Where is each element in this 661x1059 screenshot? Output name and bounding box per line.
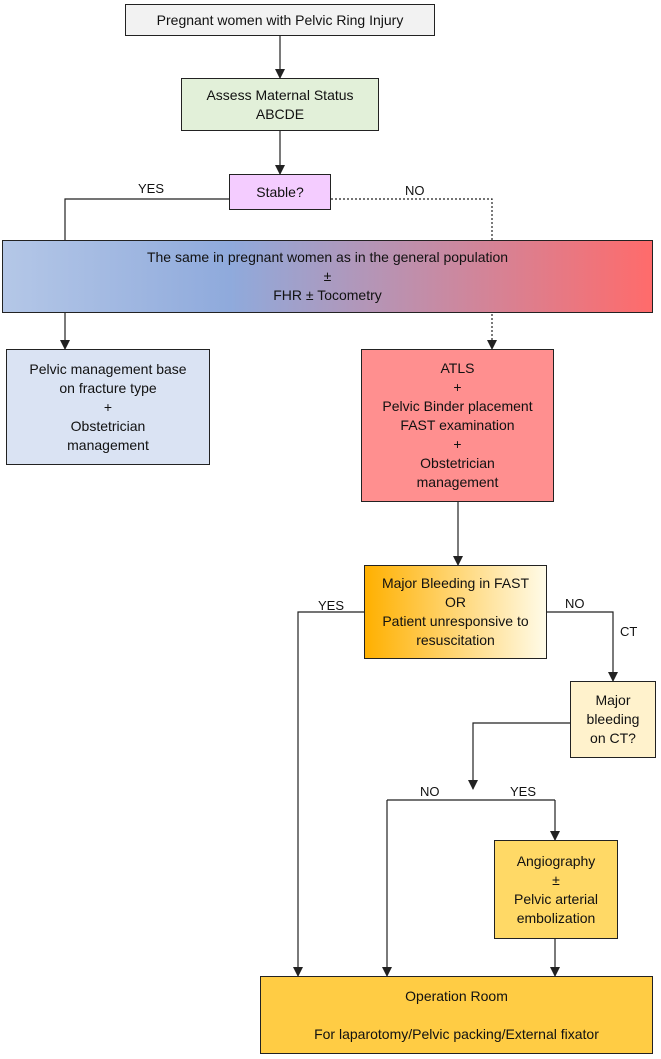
label-fast-no: NO [565,596,585,611]
node-line [455,1006,459,1025]
node-line: Pelvic Binder placement [382,398,533,414]
node-line: Obstetrician [420,455,495,471]
node-line: + [103,398,113,415]
node-line: FAST examination [400,417,515,433]
node-major-bleeding-fast: Major Bleeding in FAST OR Patient unrespon… [364,565,547,659]
node-line: Operation Room [405,987,508,1004]
node-line: Obstetrician [70,417,146,434]
edge-fast-yes [293,611,364,977]
node-line: For laparotomy/Pelvic packing/External f… [314,1025,599,1042]
node-line: Assess Maternal Status [206,86,354,103]
label-ct-no: NO [420,784,440,799]
node-line: management [67,436,149,453]
node-line: ± [552,871,560,888]
node-line: embolization [516,909,596,926]
node-line: on fracture type [59,379,157,396]
label-ct-yes: YES [510,784,537,799]
node-line: Pelvic arterial [513,890,599,907]
node-pelvic-management: Pelvic management base on fracture type + O… [6,349,210,465]
label-fast-ct: CT [620,624,638,639]
node-line: resuscitation [416,632,495,648]
node-line: bleeding [586,711,640,727]
node-line: management [416,474,499,490]
node-line: Patient unresponsive to [382,613,529,629]
node-line: Angiography [516,852,596,869]
node-general: The same in pregnant women as in the gen… [2,240,653,313]
node-stable: Stable? [229,174,331,210]
node-major-bleeding-ct: Major bleeding on CT? [570,681,656,758]
node-line: OR [445,594,466,610]
node-angiography: Angiography ± Pelvic arterial embolization [494,840,618,939]
node-line: + [453,436,462,452]
node-start: Pregnant women with Pelvic Ring Injury [125,4,435,36]
node-line: Major [595,692,631,708]
edge-fast-no [547,611,618,682]
node-line: Pregnant women with Pelvic Ring Injury [156,11,404,28]
node-line: Pelvic management base [29,360,187,377]
edge-ct-out [468,722,570,790]
node-line: ABCDE [255,105,305,122]
label-stable-yes: YES [138,181,165,196]
node-line: ± [323,268,332,284]
node-line: Stable? [256,183,304,200]
label-fast-yes: YES [318,598,345,613]
node-line: on CT? [590,730,636,746]
label-stable-no: NO [405,183,425,198]
node-line: The same in pregnant women as in the gen… [146,249,509,265]
node-line: Major Bleeding in FAST [381,575,530,591]
node-line: + [453,379,462,395]
node-line: FHR ± Tocometry [273,287,382,303]
node-operation-room: Operation Room For laparotomy/Pelvic pac… [260,976,653,1054]
node-line: ATLS [440,360,475,376]
